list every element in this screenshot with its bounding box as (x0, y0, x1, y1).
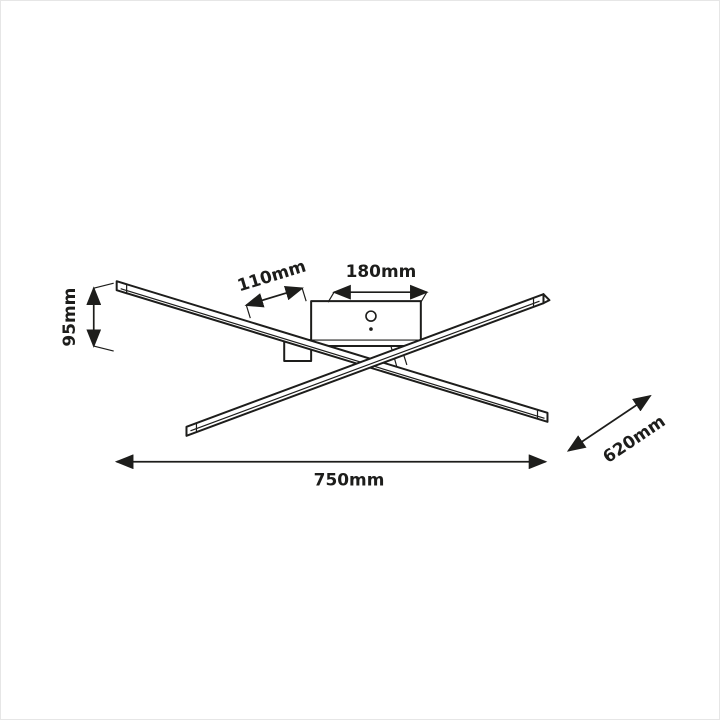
dimension-overall-depth: 620mm (566, 394, 669, 467)
dimension-label-750mm: 750mm (314, 470, 385, 490)
lamp-fixture (115, 280, 551, 437)
light-bar-lower-left (185, 293, 551, 437)
dimension-canopy-offset: 110mm (235, 256, 308, 319)
dimension-label-620mm: 620mm (599, 411, 669, 467)
light-bar-upper-left (115, 280, 549, 423)
canopy (310, 300, 422, 348)
bar-end-bevel (542, 293, 551, 305)
dimension-height: 95mm (59, 282, 114, 352)
screw-dot (369, 327, 373, 331)
mounting-hole (365, 310, 377, 322)
dimension-canopy-width: 180mm (327, 261, 429, 303)
dimension-overall-width: 750mm (114, 454, 548, 490)
dimension-label-95mm: 95mm (59, 288, 79, 347)
dimension-label-180mm: 180mm (346, 261, 417, 281)
